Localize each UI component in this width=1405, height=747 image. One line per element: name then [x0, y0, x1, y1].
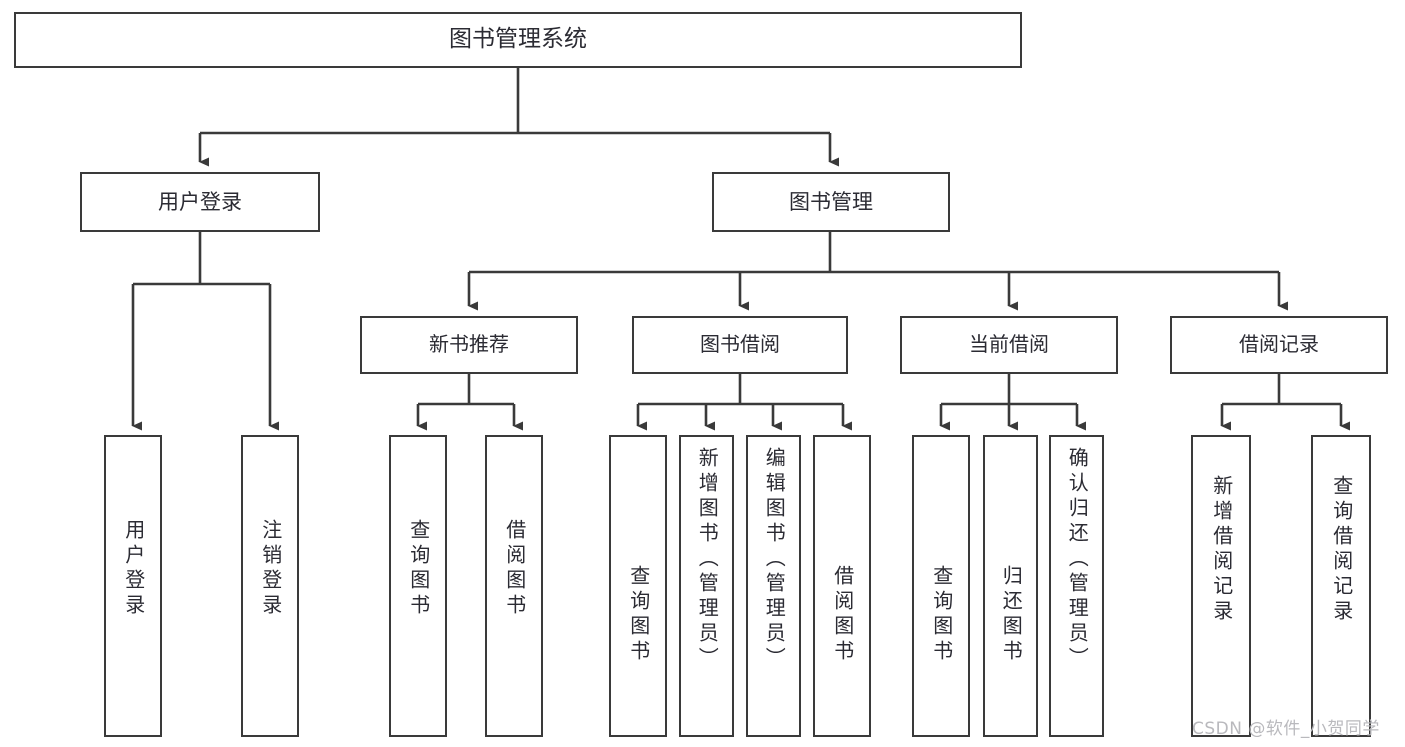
- node-book-borrow-label: 图书借阅: [700, 332, 780, 357]
- node-book-management[interactable]: 图书管理: [712, 172, 950, 232]
- leaf-logout[interactable]: 注销登录: [241, 435, 299, 737]
- node-new-book-recommend[interactable]: 新书推荐: [360, 316, 578, 374]
- node-borrow-record[interactable]: 借阅记录: [1170, 316, 1388, 374]
- leaf-return-book-label: 归还图书: [999, 565, 1024, 665]
- leaf-borrow-book[interactable]: 借阅图书: [813, 435, 871, 737]
- leaf-query-borrow-record-label: 查询借阅记录: [1329, 475, 1354, 625]
- node-new-book-recommend-label: 新书推荐: [429, 332, 509, 357]
- leaf-confirm-return-admin-label: 确认归还（管理员）: [1065, 447, 1090, 672]
- leaf-confirm-return-admin[interactable]: 确认归还（管理员）: [1049, 435, 1104, 737]
- node-current-borrow-label: 当前借阅: [969, 332, 1049, 357]
- leaf-borrow-book-recommend[interactable]: 借阅图书: [485, 435, 543, 737]
- leaf-query-book-borrow-label: 查询图书: [626, 565, 651, 665]
- leaf-add-borrow-record-label: 新增借阅记录: [1209, 475, 1234, 625]
- leaf-add-book-admin[interactable]: 新增图书（管理员）: [679, 435, 734, 737]
- leaf-query-book-current-label: 查询图书: [929, 565, 954, 665]
- node-book-borrow[interactable]: 图书借阅: [632, 316, 848, 374]
- leaf-user-login[interactable]: 用户登录: [104, 435, 162, 737]
- node-user-login[interactable]: 用户登录: [80, 172, 320, 232]
- csdn-watermark: CSDN @软件_小贺同学: [1192, 719, 1380, 739]
- leaf-edit-book-admin[interactable]: 编辑图书（管理员）: [746, 435, 801, 737]
- node-root-label: 图书管理系统: [449, 26, 587, 53]
- node-borrow-record-label: 借阅记录: [1239, 332, 1319, 357]
- node-current-borrow[interactable]: 当前借阅: [900, 316, 1118, 374]
- leaf-user-login-label: 用户登录: [121, 519, 146, 619]
- leaf-add-book-admin-label: 新增图书（管理员）: [695, 447, 720, 672]
- leaf-logout-label: 注销登录: [258, 519, 283, 619]
- leaf-query-book-current[interactable]: 查询图书: [912, 435, 970, 737]
- leaf-query-borrow-record[interactable]: 查询借阅记录: [1311, 435, 1371, 737]
- node-root-system[interactable]: 图书管理系统: [14, 12, 1022, 68]
- leaf-borrow-book-label: 借阅图书: [830, 565, 855, 665]
- leaf-return-book[interactable]: 归还图书: [983, 435, 1038, 737]
- leaf-query-book-borrow[interactable]: 查询图书: [609, 435, 667, 737]
- leaf-edit-book-admin-label: 编辑图书（管理员）: [762, 447, 787, 672]
- leaf-query-book-recommend[interactable]: 查询图书: [389, 435, 447, 737]
- node-user-login-label: 用户登录: [158, 189, 242, 214]
- leaf-borrow-book-recommend-label: 借阅图书: [502, 519, 527, 619]
- leaf-query-book-recommend-label: 查询图书: [406, 519, 431, 619]
- leaf-add-borrow-record[interactable]: 新增借阅记录: [1191, 435, 1251, 737]
- node-book-management-label: 图书管理: [789, 189, 873, 214]
